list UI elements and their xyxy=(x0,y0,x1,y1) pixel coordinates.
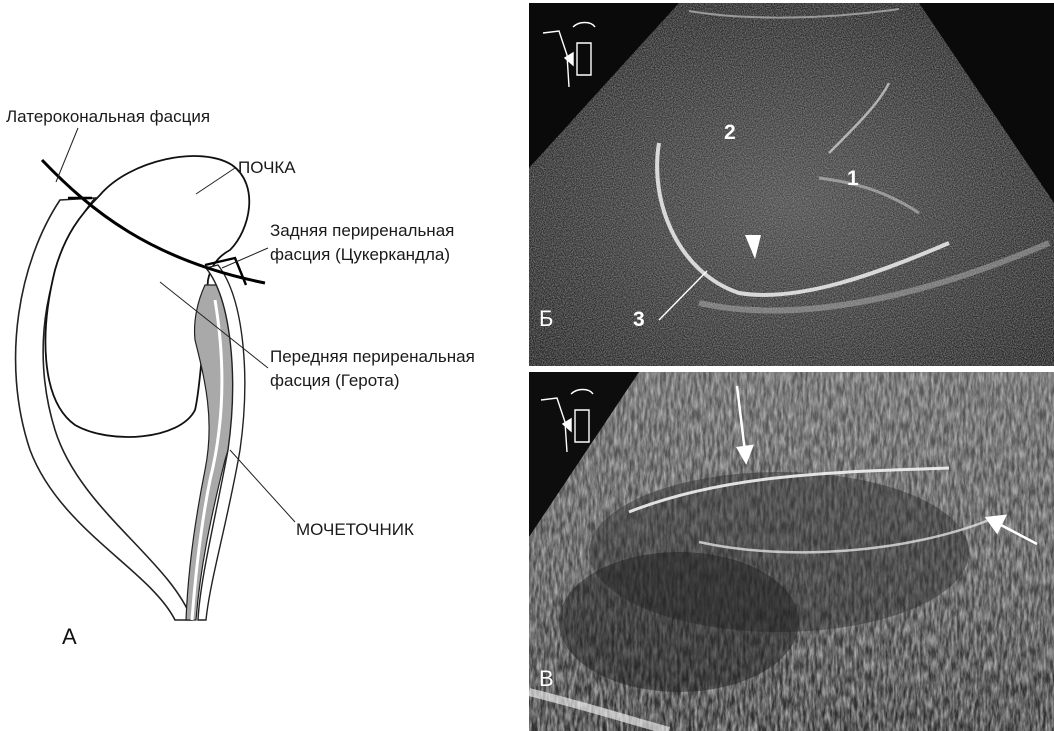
label-ureter: МОЧЕТОЧНИК xyxy=(296,519,414,541)
marker-2: 2 xyxy=(724,121,736,145)
label-lateroconal-fascia: Латерокональная фасция xyxy=(6,106,210,128)
body-position-icon xyxy=(543,23,595,88)
marker-1: 1 xyxy=(847,167,859,191)
label-kidney: ПОЧКА xyxy=(238,157,296,179)
ultrasound-c-drawing xyxy=(529,372,1054,731)
kidney-fascia-diagram: Латерокональная фасция ПОЧКА Задняя пери… xyxy=(0,0,525,731)
panel-letter-c: В xyxy=(539,666,554,692)
label-anterior-fascia-2: фасция (Герота) xyxy=(270,370,400,392)
label-anterior-fascia-1: Передняя периренальная xyxy=(270,346,475,368)
panel-letter-b: Б xyxy=(539,306,553,332)
ultrasound-image-b: 2 1 3 Б xyxy=(529,3,1054,366)
leader-lateroconal xyxy=(56,128,78,182)
ultrasound-image-c: В xyxy=(529,372,1054,731)
marker-3: 3 xyxy=(633,308,645,332)
ultrasound-b-drawing xyxy=(529,3,1054,366)
label-posterior-fascia-2: фасция (Цукеркандла) xyxy=(270,244,450,266)
label-posterior-fascia-1: Задняя периренальная xyxy=(270,220,454,242)
panel-letter-a: А xyxy=(62,624,77,650)
leader-ureter xyxy=(230,450,295,522)
